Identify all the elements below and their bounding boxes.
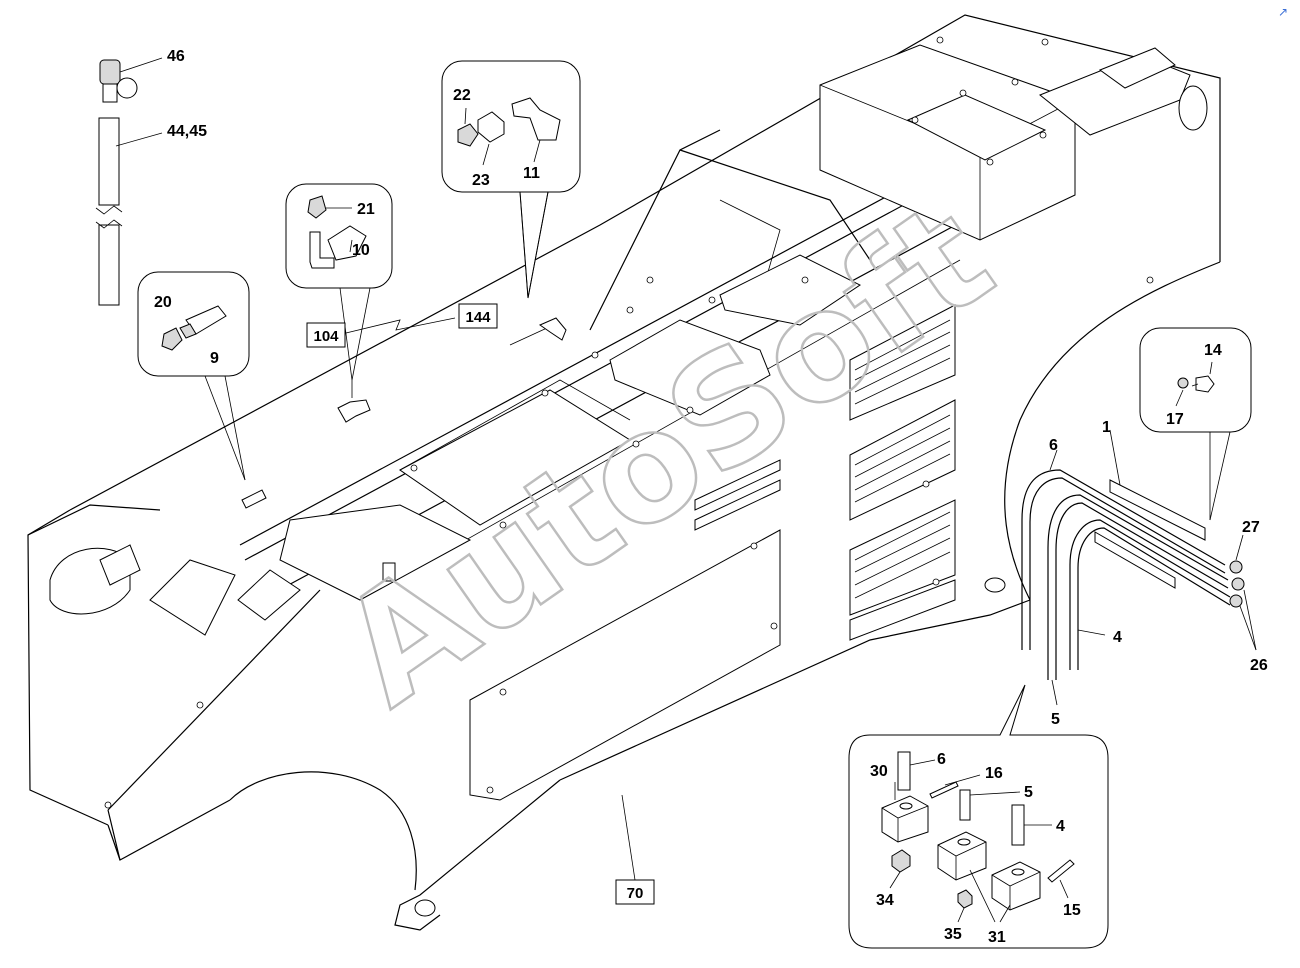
callout-detail-15: 15 — [1063, 902, 1081, 919]
callout-detail-34: 34 — [876, 892, 894, 909]
callout-1: 1 — [1102, 419, 1111, 436]
detail-tube-44-46: 46 44,45 — [95, 48, 207, 306]
callout-20: 20 — [154, 294, 172, 311]
machine-frame — [27, 14, 1221, 931]
grille-middle — [849, 399, 956, 521]
callout-detail-6: 6 — [937, 751, 946, 768]
detail-bubble-20-9: 20 9 — [137, 271, 267, 509]
callout-23: 23 — [472, 172, 490, 189]
callout-detail-4: 4 — [1056, 818, 1065, 835]
leader-70 — [621, 794, 636, 881]
ref-104-label: 104 — [313, 328, 339, 345]
callout-10: 10 — [352, 242, 370, 259]
callout-detail-30: 30 — [870, 763, 888, 780]
detail-bubble-14-17: 14 17 — [1139, 327, 1252, 521]
leader-104 — [345, 317, 456, 334]
callout-46: 46 — [167, 48, 185, 65]
corner-arrow-icon: ↗ — [1278, 5, 1288, 19]
callout-detail-31: 31 — [988, 929, 1006, 946]
callout-detail-16: 16 — [985, 765, 1003, 782]
pipe-assembly: 1 6 27 26 4 5 — [1021, 419, 1268, 728]
detail-bubble-21-10: 21 10 — [285, 183, 393, 423]
callout-4: 4 — [1113, 629, 1122, 646]
detail-bubble-clamps: 30 6 16 5 4 34 35 31 15 — [848, 684, 1109, 949]
callout-11: 11 — [523, 165, 540, 182]
callout-detail-5: 5 — [1024, 784, 1033, 801]
callout-6: 6 — [1049, 437, 1058, 454]
callout-22: 22 — [453, 87, 471, 104]
callout-17: 17 — [1166, 411, 1184, 428]
ref-box-70[interactable]: 70 — [615, 879, 655, 905]
grille-lower — [849, 499, 956, 641]
callout-9: 9 — [210, 350, 219, 367]
callout-detail-35: 35 — [944, 926, 962, 943]
ref-box-104[interactable]: 104 — [306, 322, 346, 348]
callout-26: 26 — [1250, 657, 1268, 674]
callout-5: 5 — [1051, 711, 1060, 728]
ref-70-label: 70 — [627, 885, 644, 902]
callout-27: 27 — [1242, 519, 1260, 536]
callout-21: 21 — [357, 201, 375, 218]
callout-44-45: 44,45 — [167, 123, 207, 140]
callout-14: 14 — [1204, 342, 1222, 359]
ref-box-144[interactable]: 144 — [458, 303, 498, 329]
ref-144-label: 144 — [465, 309, 491, 326]
detail-bubble-22-23-11: 22 23 11 — [441, 60, 581, 299]
grille-upper — [849, 304, 956, 421]
